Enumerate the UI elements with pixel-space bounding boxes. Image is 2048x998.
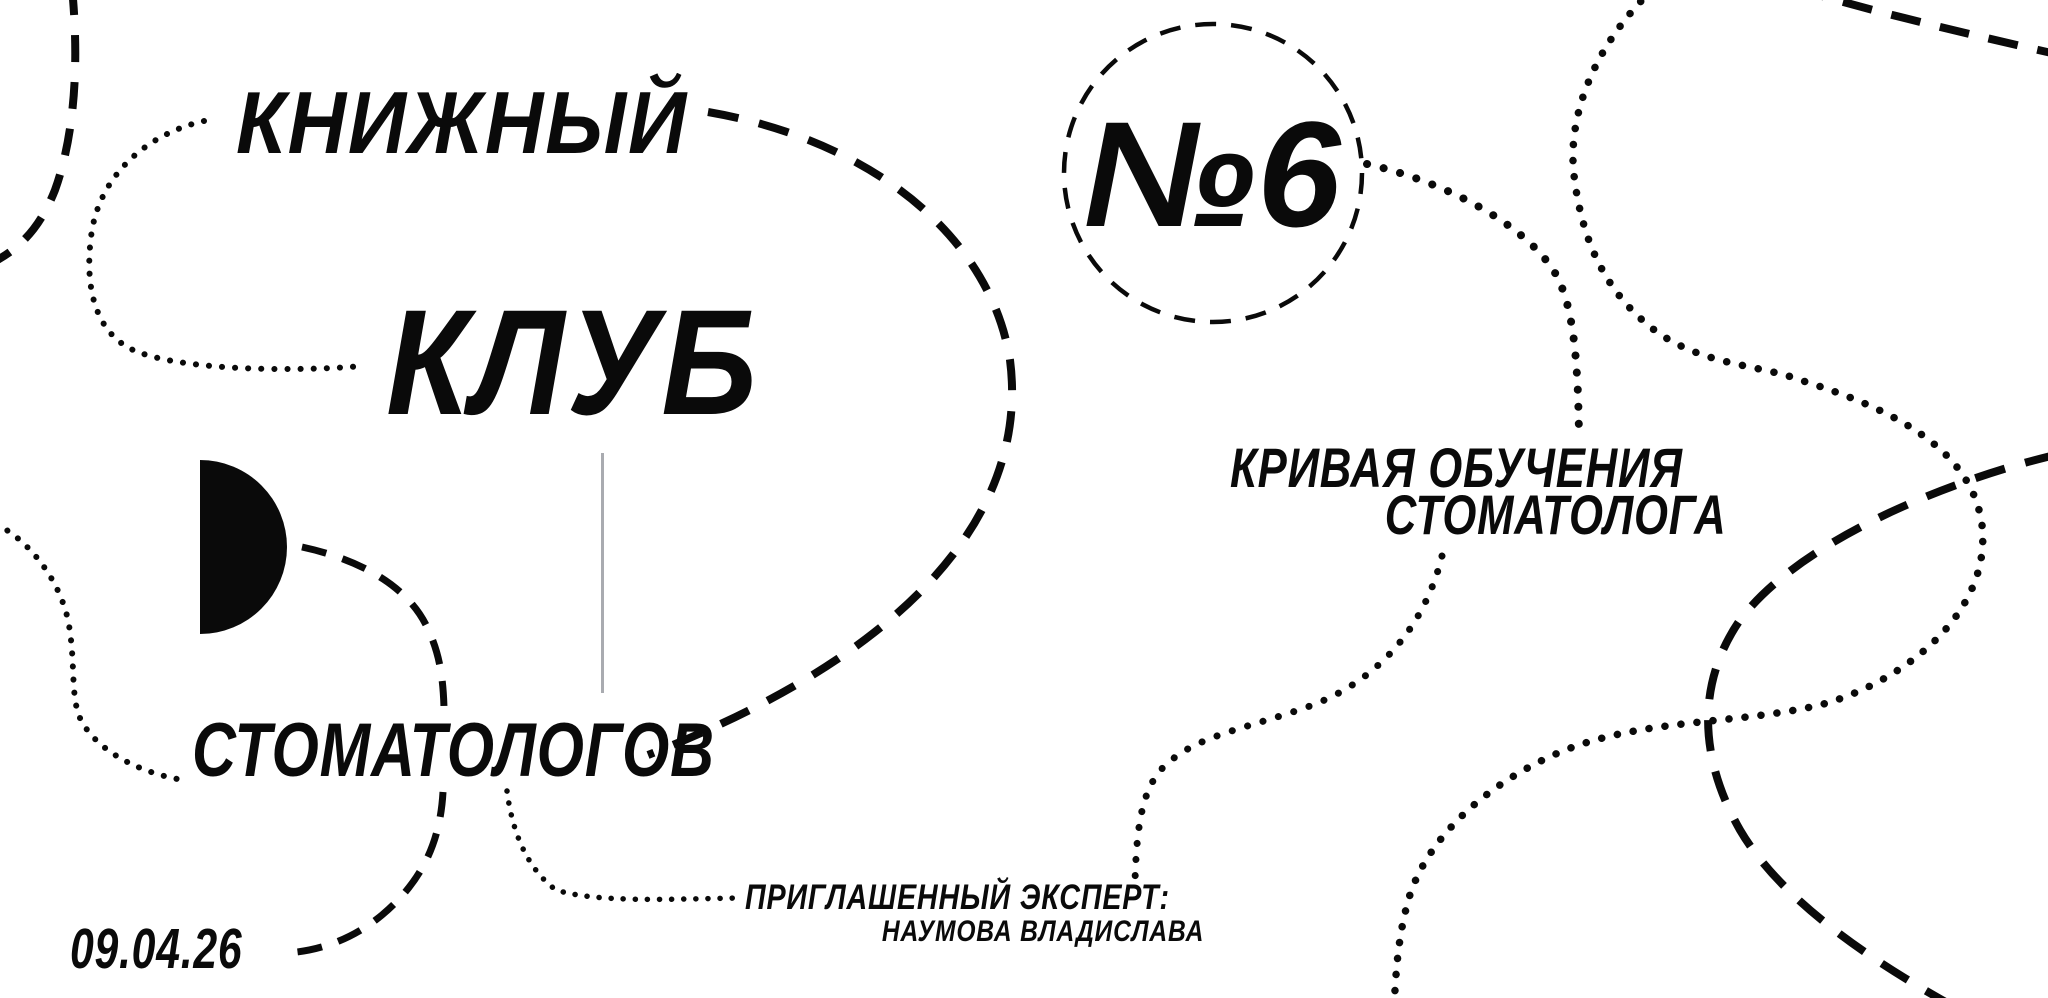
- dotted-curve-topic-to-expert: [1131, 552, 1446, 886]
- expert-label: ПРИГЛАШЕННЫЙ ЭКСПЕРТ:: [745, 878, 1170, 917]
- dashed-arc-top-right: [1821, 0, 2048, 57]
- dotted-curve-to-expert: [504, 788, 741, 903]
- expert-block: ПРИГЛАШЕННЫЙ ЭКСПЕРТ: НАУМОВА ВЛАДИСЛАВА: [745, 878, 1205, 949]
- event-date: 09.04.26: [70, 917, 243, 981]
- dotted-curve-bottom-left: [0, 522, 186, 783]
- vertical-divider-line: [601, 453, 604, 693]
- dashed-curve-halfcircle-upper: [301, 543, 448, 709]
- dashed-curve-to-date: [283, 791, 447, 957]
- title-word-knizhny: КНИЖНЫЙ: [236, 73, 689, 172]
- title-word-stomatologov: СТОМАТОЛОГОВ: [192, 708, 715, 793]
- title-word-klub: КЛУБ: [386, 278, 760, 446]
- dashed-arc-main: [646, 108, 1017, 759]
- issue-number-circle: [1061, 21, 1365, 325]
- half-circle-shape: [200, 460, 287, 634]
- topic-line-1: КРИВАЯ ОБУЧЕНИЯ: [1229, 436, 1683, 499]
- issue-number: №6: [1083, 90, 1343, 258]
- topic-line-2: СТОМАТОЛОГА: [1384, 483, 1726, 546]
- expert-name: НАУМОВА ВЛАДИСЛАВА: [881, 915, 1205, 948]
- topic-title: КРИВАЯ ОБУЧЕНИЯ СТОМАТОЛОГА: [1229, 436, 1726, 546]
- dashed-circle-bottom-right: [1704, 452, 2048, 998]
- dotted-loop-right: [1390, 0, 1987, 998]
- dotted-curve-issue-to-topic: [1363, 160, 1583, 441]
- dashed-arc-top-left: [0, 0, 80, 264]
